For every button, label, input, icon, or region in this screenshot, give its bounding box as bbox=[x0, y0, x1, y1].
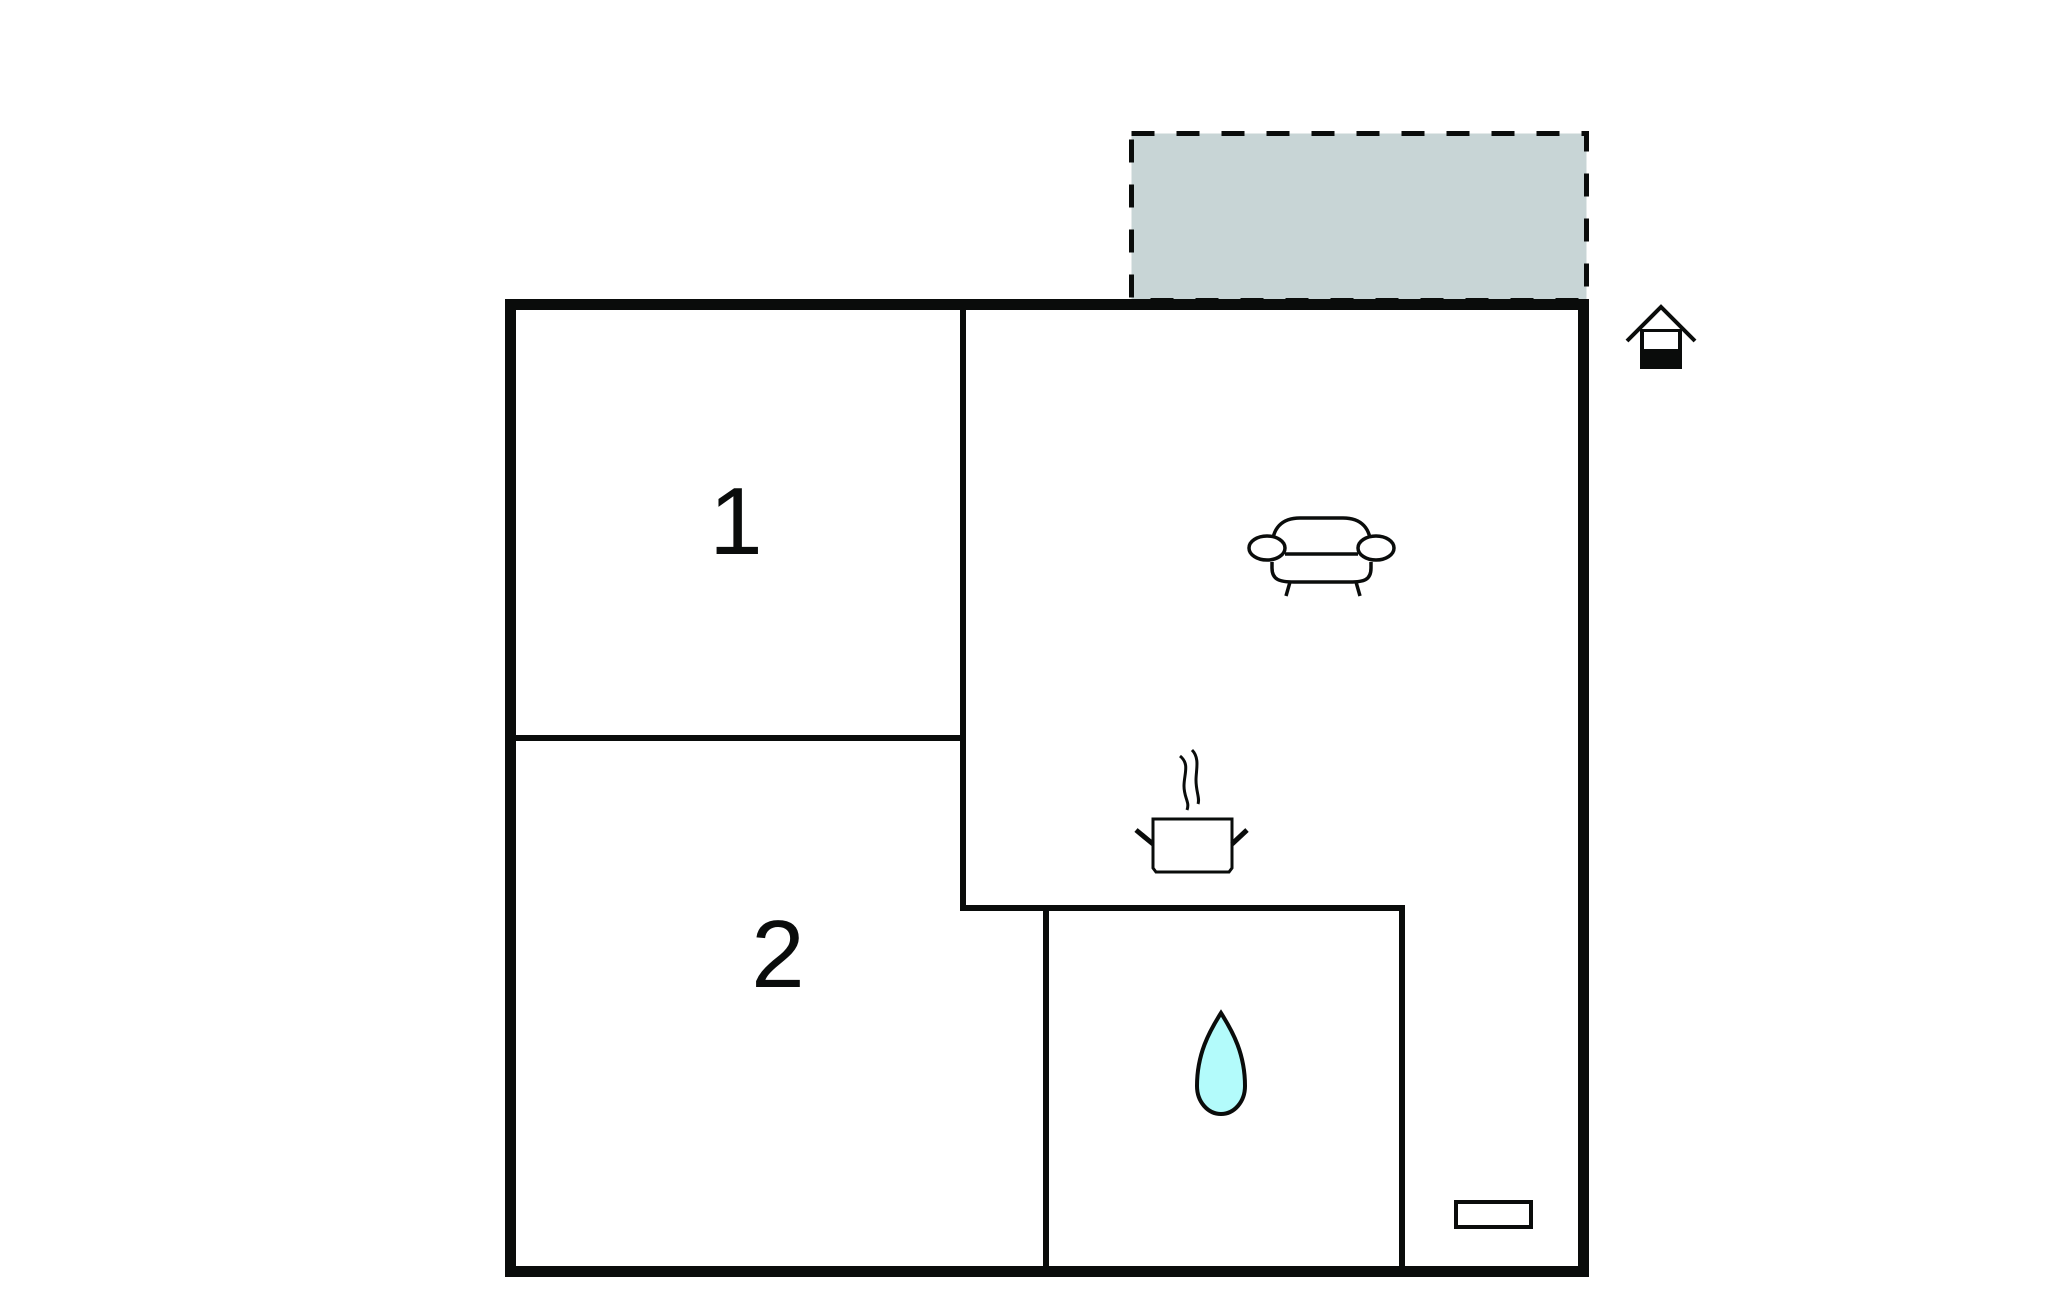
house-entrance-icon bbox=[1625, 304, 1697, 369]
water-drop-icon bbox=[1194, 1009, 1248, 1117]
outer-wall bbox=[505, 299, 1589, 1277]
room-label-bedroom-2: 2 bbox=[751, 901, 805, 1008]
sofa-icon bbox=[1247, 516, 1396, 597]
cooking-pot-icon bbox=[1134, 748, 1249, 874]
terrace bbox=[1129, 131, 1589, 303]
inner-walls bbox=[516, 310, 1405, 1266]
door-icon bbox=[1454, 1200, 1533, 1229]
room-label-bedroom-1: 1 bbox=[709, 468, 763, 575]
